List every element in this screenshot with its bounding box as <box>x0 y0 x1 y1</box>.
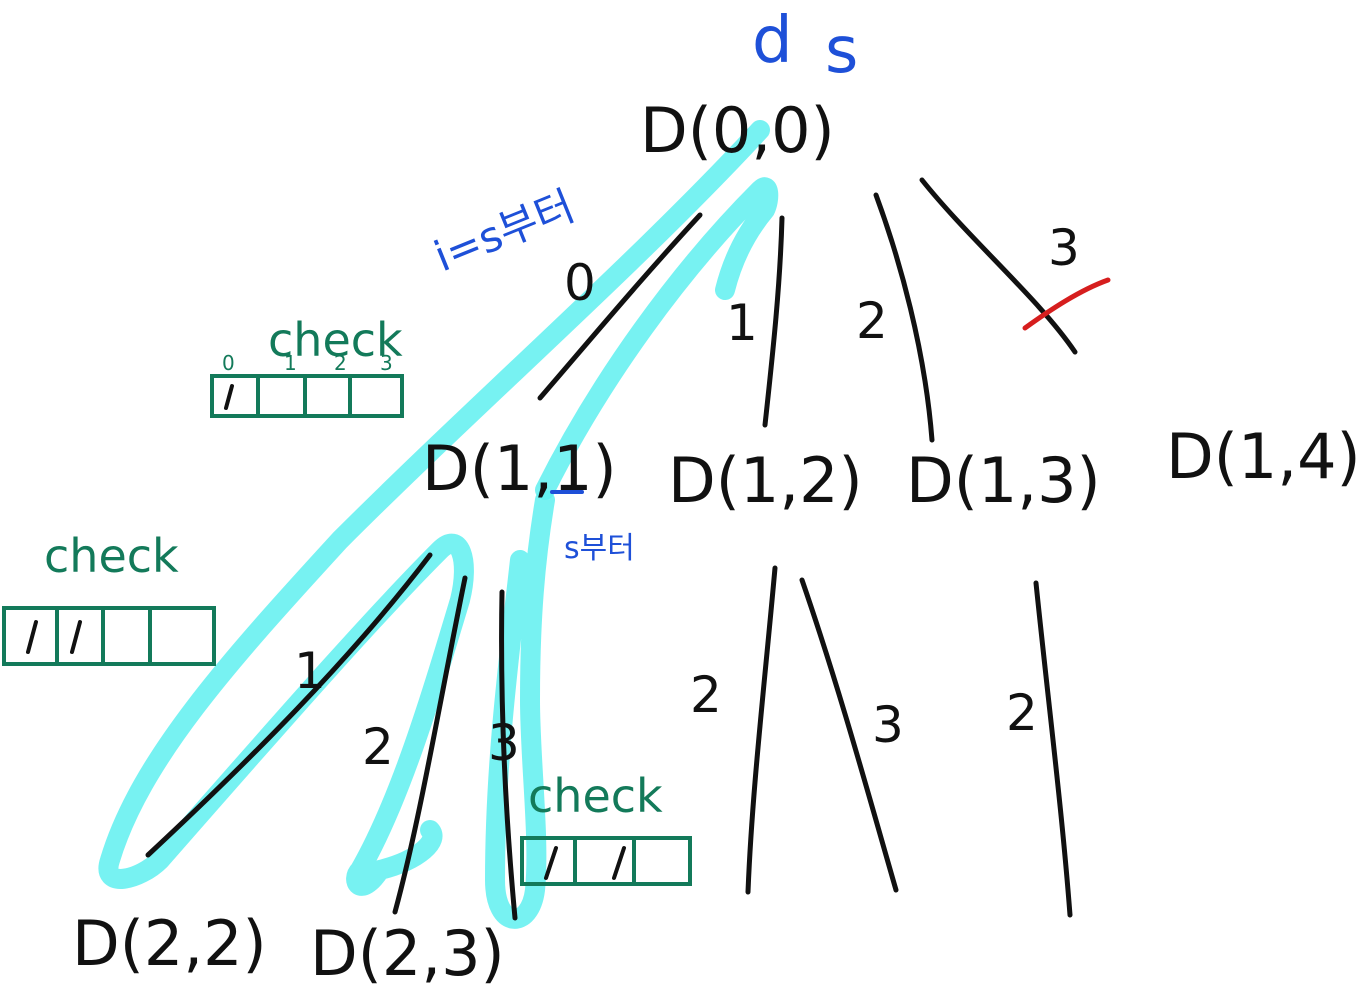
node-d11: D(1,1) <box>422 432 617 505</box>
index-label-1: 1 <box>284 351 297 375</box>
edge-label-d13-2: 2 <box>1006 684 1038 742</box>
check-label-top: check <box>268 313 403 367</box>
edge-d12-2 <box>745 565 778 895</box>
edge-label-root-0: 0 <box>564 254 596 312</box>
check-array-bottom <box>520 836 692 886</box>
pruned-cross-mark <box>1022 277 1111 331</box>
edge-label-root-2: 2 <box>856 292 888 350</box>
edge-d13-2 <box>1033 580 1073 918</box>
header-s: s <box>825 14 858 88</box>
node-d22: D(2,2) <box>72 907 267 980</box>
check-label-middle: check <box>44 529 179 583</box>
check-array-middle <box>2 606 216 666</box>
node-d23: D(2,3) <box>310 917 505 990</box>
edge-root-2 <box>873 192 935 443</box>
node-root: D(0,0) <box>640 94 835 167</box>
edge-label-root-3: 3 <box>1048 219 1080 277</box>
edge-d11-1 <box>145 552 433 858</box>
index-label-3: 3 <box>380 351 393 375</box>
node-d12: D(1,2) <box>668 444 863 517</box>
node-d14: D(1,4) <box>1166 420 1361 493</box>
header-d: d <box>752 4 793 78</box>
check-array-top <box>210 374 404 418</box>
edge-d12-3 <box>799 577 899 893</box>
edge-label-d11-1: 1 <box>294 642 326 700</box>
node-d13: D(1,3) <box>906 444 1101 517</box>
edge-root-1 <box>762 215 785 428</box>
edge-root-0 <box>537 212 703 401</box>
edge-label-d12-3: 3 <box>872 696 904 754</box>
edge-label-root-1: 1 <box>726 294 758 352</box>
annotation-i-equals-s: i=s부터 <box>427 181 581 281</box>
edge-label-d11-2: 2 <box>362 718 394 776</box>
edge-label-d11-3: 3 <box>488 714 520 772</box>
annotation-s-from: s부터 <box>564 531 635 566</box>
edge-label-d12-2: 2 <box>690 666 722 724</box>
index-label-2: 2 <box>334 351 347 375</box>
edge-d11-2 <box>392 575 468 915</box>
check-label-bottom: check <box>528 769 663 823</box>
edge-root-3 <box>919 177 1078 355</box>
index-label-0: 0 <box>222 351 235 375</box>
traversal-trace-inner <box>535 177 779 500</box>
edge-d11-3 <box>499 589 518 921</box>
